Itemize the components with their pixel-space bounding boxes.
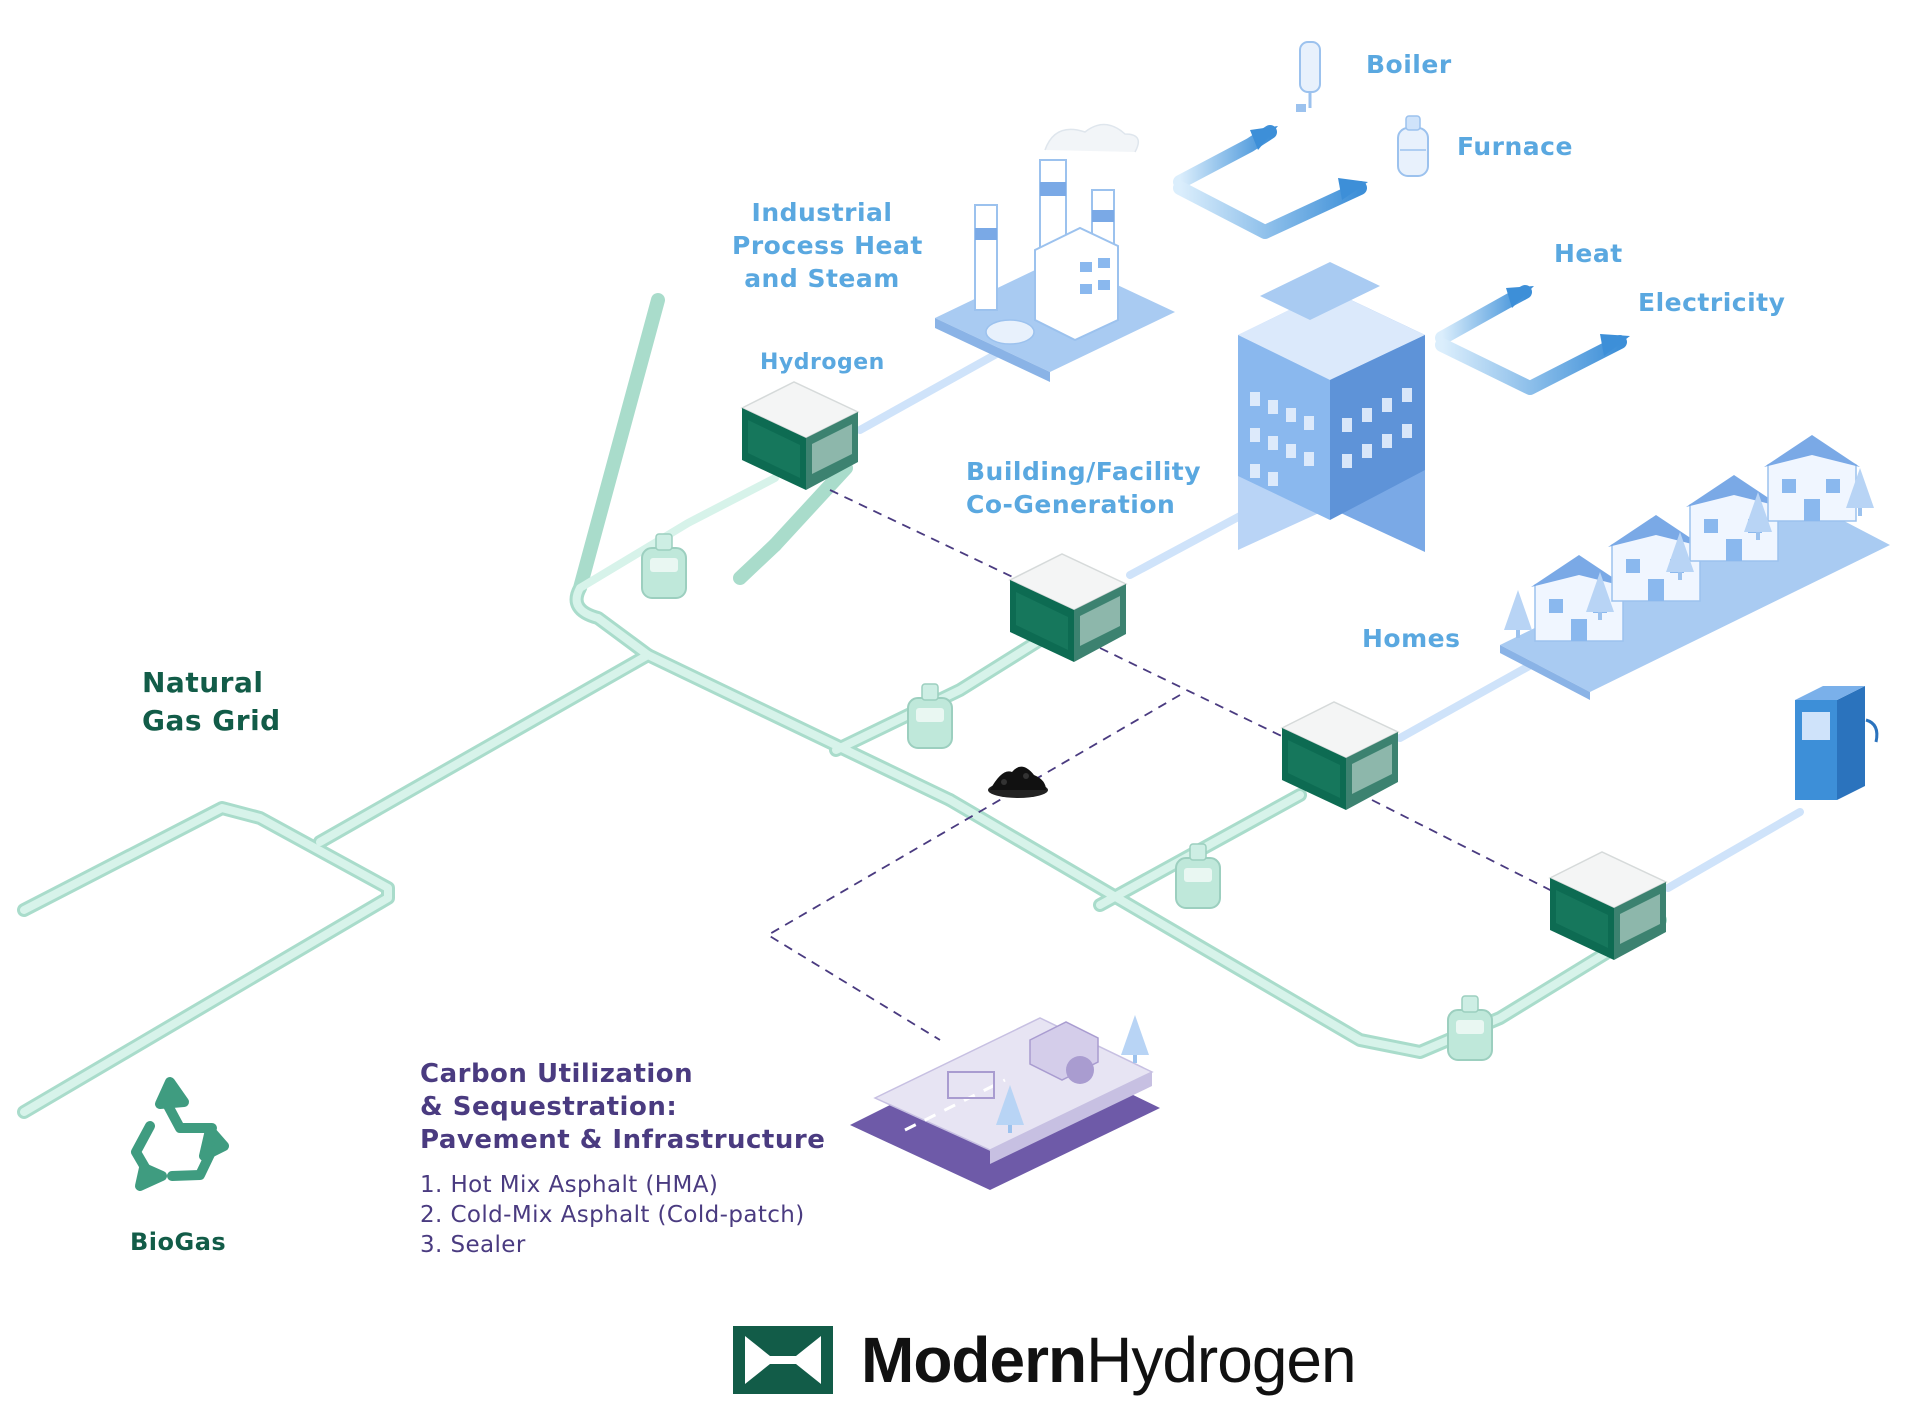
- office-building-icon: [1238, 262, 1425, 552]
- carbon-use-item: 3. Sealer: [420, 1232, 526, 1258]
- carbon-title-line-2: & Sequestration:: [420, 1092, 678, 1122]
- industrial-label-line-2: Process Heat: [732, 231, 923, 260]
- heat-arrows-building: [1435, 285, 1630, 395]
- industrial-label-line-3: and Steam: [744, 264, 900, 293]
- building-label-line-1: Building/Facility: [966, 457, 1202, 486]
- brand-wordmark: ModernHydrogen: [861, 1324, 1357, 1396]
- brand-name-bold: Modern: [861, 1324, 1087, 1396]
- hydrogen-outlet-pipes: [856, 348, 1804, 892]
- heat-label: Heat: [1554, 239, 1623, 268]
- hydrogen-label: Hydrogen: [760, 350, 885, 375]
- natural-gas-grid-line-1: Natural: [142, 666, 264, 699]
- industrial-label-line-1: Industrial: [751, 198, 893, 227]
- brand-logo: ModernHydrogen: [735, 1324, 1357, 1396]
- furnace-label: Furnace: [1457, 132, 1573, 161]
- natural-gas-grid-label: Natural Gas Grid: [142, 664, 281, 740]
- hydrogen-fuel-dispenser-icon: [1795, 686, 1879, 800]
- furnace-icon: [1397, 115, 1429, 177]
- brand-mark-spacer: [735, 1326, 835, 1394]
- brand-name-regular: Hydrogen: [1086, 1324, 1356, 1396]
- building-cogeneration-label: Building/Facility Co-Generation: [966, 455, 1201, 521]
- gas-pipe-network: [17, 293, 1667, 1119]
- pavement-infrastructure-icon: [850, 1015, 1160, 1190]
- natural-gas-grid-line-2: Gas Grid: [142, 704, 281, 737]
- heat-arrows-industrial: [1173, 125, 1368, 239]
- carbon-title-line-1: Carbon Utilization: [420, 1059, 694, 1089]
- boiler-icon: [1296, 41, 1321, 112]
- carbon-pile-icon: [988, 766, 1048, 798]
- pyrolysis-unit-fueling: [1549, 851, 1667, 961]
- boiler-label: Boiler: [1366, 50, 1452, 79]
- modern-hydrogen-logo-mark: [733, 1326, 833, 1394]
- carbon-dashed-paths: [766, 489, 1561, 1041]
- homes-icon: [1500, 434, 1890, 700]
- carbon-use-item: 1. Hot Mix Asphalt (HMA): [420, 1172, 719, 1198]
- electricity-label: Electricity: [1638, 288, 1786, 317]
- carbon-utilization-title: Carbon Utilization & Sequestration: Pave…: [420, 1058, 825, 1157]
- gas-meter-4: [1447, 995, 1493, 1061]
- carbon-uses-list: 1. Hot Mix Asphalt (HMA) 2. Cold-Mix Asp…: [420, 1170, 805, 1260]
- carbon-title-line-3: Pavement & Infrastructure: [420, 1125, 826, 1155]
- industrial-process-heat-label: Industrial Process Heat and Steam: [732, 196, 923, 295]
- industrial-factory-icon: [935, 123, 1175, 382]
- biogas-recycle-icon: [131, 1077, 229, 1191]
- building-label-line-2: Co-Generation: [966, 490, 1176, 519]
- biogas-label: BioGas: [130, 1228, 227, 1256]
- carbon-use-item: 2. Cold-Mix Asphalt (Cold-patch): [420, 1202, 805, 1228]
- homes-label: Homes: [1362, 624, 1461, 653]
